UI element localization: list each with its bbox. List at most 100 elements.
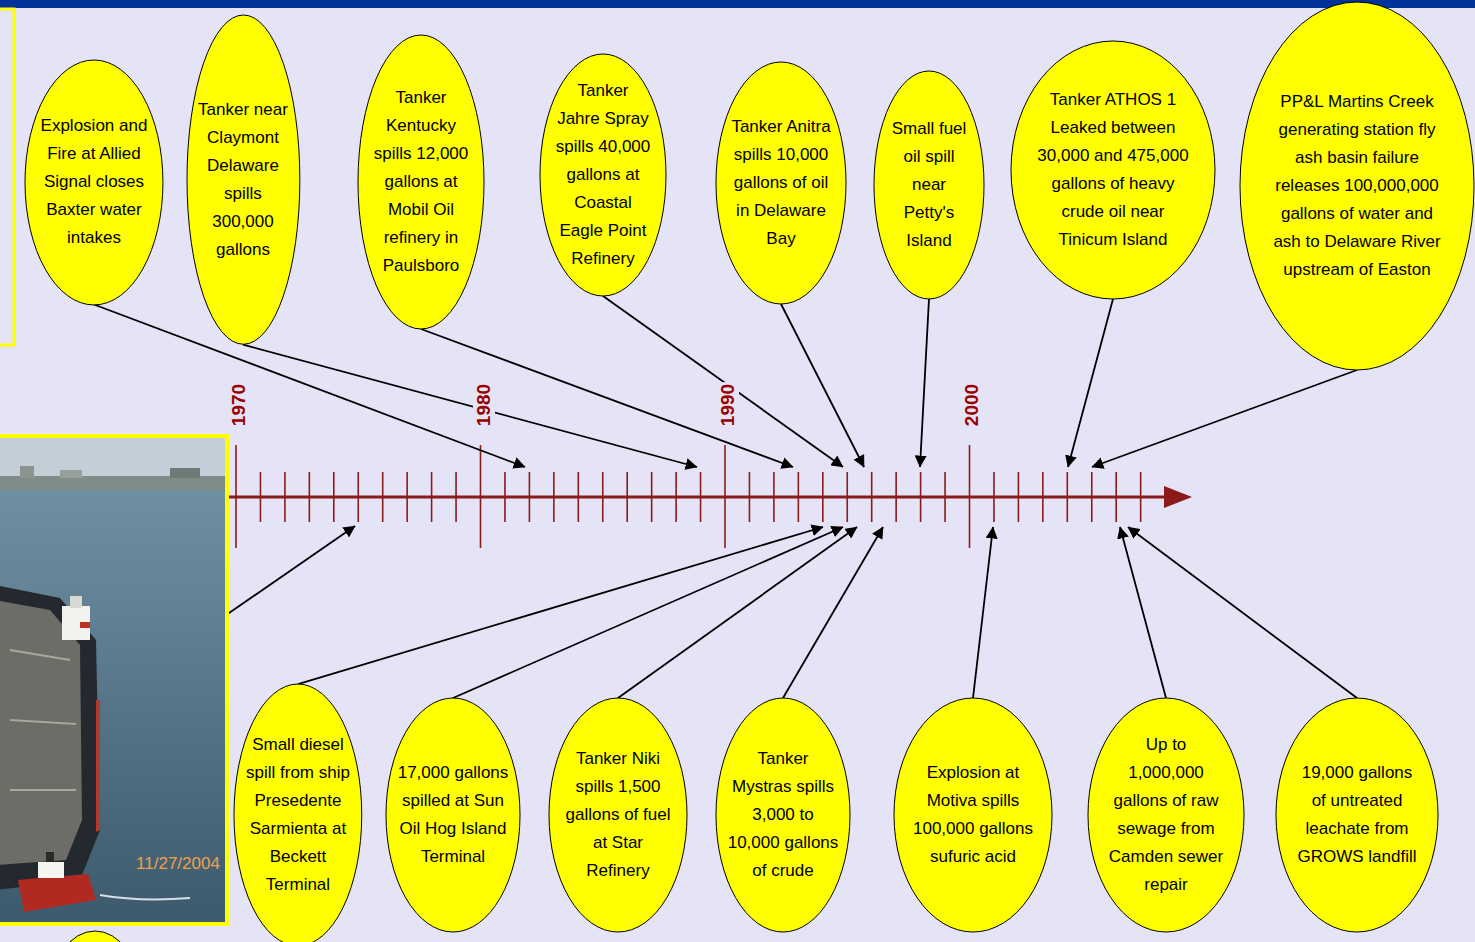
axis-tick	[504, 472, 506, 522]
event-text: Tanker Niki spills 1,500 gallons of fuel…	[560, 745, 676, 885]
event-node: 17,000 gallons spilled at Sun Oil Hog Is…	[385, 697, 521, 933]
axis-tick	[480, 445, 482, 548]
event-node: Tanker Kentucky spills 12,000 gallons at…	[357, 34, 485, 330]
axis-tick	[969, 445, 971, 548]
event-ellipse	[1010, 40, 1216, 300]
event-ellipse	[233, 683, 363, 942]
axis-tick	[553, 472, 555, 522]
axis-tick	[1018, 472, 1020, 522]
event-node: 19,000 gallons of untreated leachate fro…	[1275, 697, 1439, 933]
event-ellipse-outline	[716, 698, 850, 932]
event-node: Tanker Jahre Spray spills 40,000 gallons…	[539, 53, 667, 297]
event-node: Explosion at Motiva spills 100,000 gallo…	[893, 697, 1053, 933]
leader-arrow	[453, 527, 843, 698]
leader-arrow	[421, 329, 793, 467]
year-label: 1980	[473, 382, 495, 428]
axis-tick	[1115, 472, 1117, 522]
leader-arrow	[973, 527, 993, 698]
event-text: Tanker Jahre Spray spills 40,000 gallons…	[555, 77, 651, 273]
event-ellipse-outline	[874, 71, 984, 299]
axis-tick	[284, 472, 286, 522]
event-ellipse-outline	[386, 698, 520, 932]
year-label: 1970	[228, 382, 250, 428]
leader-arrow	[1068, 299, 1113, 467]
timeline-axis	[228, 445, 1192, 548]
event-ellipse	[893, 697, 1053, 933]
event-ellipse-outline	[540, 54, 666, 296]
leader-arrow	[781, 304, 864, 467]
event-ellipse-outline	[716, 62, 846, 304]
event-ellipse-outline	[25, 60, 163, 305]
event-ellipse-outline	[234, 684, 362, 942]
event-ellipse-outline	[358, 35, 484, 329]
event-text: 17,000 gallons spilled at Sun Oil Hog Is…	[395, 759, 511, 871]
leader-arrow	[1128, 527, 1357, 698]
year-label: 2000	[961, 382, 983, 428]
leader-arrow	[603, 296, 843, 467]
axis-tick	[773, 472, 775, 522]
event-text: Explosion at Motiva spills 100,000 gallo…	[911, 759, 1035, 871]
axis-tick	[1140, 472, 1142, 522]
event-ellipse	[1087, 697, 1245, 933]
event-node: Tanker ATHOS 1 Leaked between 30,000 and…	[1010, 40, 1216, 300]
event-text: Tanker Anitra spills 10,000 gallons of o…	[730, 113, 832, 253]
axis-tick	[602, 472, 604, 522]
event-text: Tanker Kentucky spills 12,000 gallons at…	[369, 84, 474, 280]
event-text: Tanker ATHOS 1 Leaked between 30,000 and…	[1033, 86, 1193, 254]
event-ellipse-outline	[549, 698, 687, 932]
year-label: 1990	[717, 382, 739, 428]
event-text: Small fuel oil spill near Petty's Island	[889, 115, 969, 255]
photo-frame	[0, 436, 227, 924]
event-ellipse-outline	[1276, 698, 1438, 932]
leader-arrow	[783, 527, 883, 698]
axis-tick	[724, 445, 726, 548]
axis-tick	[333, 472, 335, 522]
axis-tick	[944, 472, 946, 522]
leader-arrow	[920, 299, 929, 467]
photo-date: 11/27/2004	[136, 854, 220, 874]
event-ellipse-outline	[1011, 41, 1215, 299]
axis-tick	[895, 472, 897, 522]
axis-tick	[357, 472, 359, 522]
axis-tick	[1067, 472, 1069, 522]
event-ellipse-outline	[1240, 2, 1474, 370]
axis-tick	[651, 472, 653, 522]
axis-tick	[406, 472, 408, 522]
event-text: Explosion and Fire at Allied Signal clos…	[33, 112, 155, 252]
axis-tick	[700, 472, 702, 522]
top-bar	[0, 0, 1475, 8]
event-node: Up to 1,000,000 gallons of raw sewage fr…	[1087, 697, 1245, 933]
hidden-ellipse	[50, 931, 140, 942]
axis-tick	[846, 472, 848, 522]
event-text: Tanker Mystras spills 3,000 to 10,000 ga…	[727, 745, 839, 885]
axis-tick	[529, 472, 531, 522]
event-node: Tanker Anitra spills 10,000 gallons of o…	[715, 61, 847, 305]
axis-tick	[431, 472, 433, 522]
photo-scene	[0, 436, 226, 924]
axis-tick	[1042, 472, 1044, 522]
event-node: Small diesel spill from ship Presedente …	[233, 683, 363, 942]
axis-tick	[675, 472, 677, 522]
event-ellipse-outline	[187, 15, 300, 344]
axis-tick	[822, 472, 824, 522]
leader-arrow	[618, 527, 857, 698]
leader-arrow	[1092, 370, 1357, 467]
axis-tick	[235, 445, 237, 548]
leader-arrow	[1120, 527, 1166, 698]
axis-tick	[749, 472, 751, 522]
axis-tick	[260, 472, 262, 522]
event-text: PP&L Martins Creek generating station fl…	[1267, 88, 1447, 284]
axis-tick	[993, 472, 995, 522]
axis-tick	[920, 472, 922, 522]
event-ellipse	[186, 14, 301, 345]
event-node: Tanker near Claymont Delaware spills 300…	[186, 14, 301, 345]
axis-tick	[798, 472, 800, 522]
event-node: Explosion and Fire at Allied Signal clos…	[24, 59, 164, 306]
axis-tick	[577, 472, 579, 522]
axis-tick	[1091, 472, 1093, 522]
event-node: Small fuel oil spill near Petty's Island	[873, 70, 985, 300]
event-ellipse	[1275, 697, 1439, 933]
event-node: Tanker Mystras spills 3,000 to 10,000 ga…	[715, 697, 851, 933]
side-panel	[0, 9, 14, 345]
event-node: Tanker Niki spills 1,500 gallons of fuel…	[548, 697, 688, 933]
